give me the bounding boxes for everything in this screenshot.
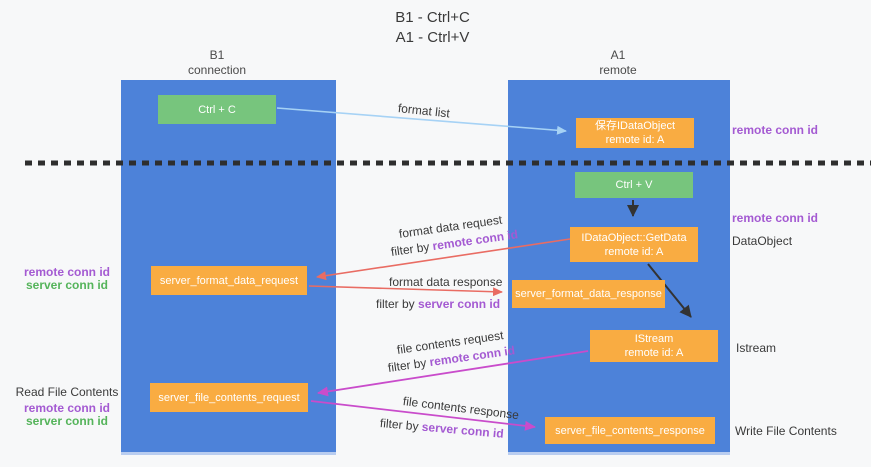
node-ctrl-v-label: Ctrl + V — [615, 179, 653, 191]
annotation-server-conn-id-file: server conn id — [25, 414, 109, 428]
node-server-format-data-request: server_format_data_request — [151, 266, 307, 295]
node-server-format-data-request-label: server_format_data_request — [159, 274, 299, 287]
lane-a1-role: remote — [599, 63, 637, 77]
annotation-read-file-contents: Read File Contents — [15, 385, 119, 399]
arrow-file-contents-request — [317, 350, 589, 397]
flow-label-format-data-response: format data response — [389, 275, 503, 289]
node-server-format-data-response-label: server_format_data_response — [515, 288, 662, 300]
arrow-format-list — [276, 107, 567, 135]
title-line-1: B1 - Ctrl+C — [395, 9, 470, 26]
annotation-group-file-conn-ids: Read File Contents remote conn id server… — [15, 386, 119, 428]
lane-header-a1: A1 remote — [558, 48, 678, 78]
node-ctrl-c-label: Ctrl + C — [198, 103, 236, 116]
arrow-format-data-response — [308, 285, 503, 297]
annotation-istream: Istream — [736, 341, 777, 355]
diagram-title: B1 - Ctrl+C A1 - Ctrl+V — [350, 8, 515, 48]
node-server-file-contents-response: server_file_contents_response — [545, 417, 715, 444]
lane-b1-name: B1 — [209, 48, 225, 62]
lane-a1-name: A1 — [610, 48, 626, 62]
node-idataobject-getdata: IDataObject::GetData remote id: A — [570, 227, 698, 262]
lane-header-b1: B1 connection — [157, 48, 277, 78]
arrow-format-data-request — [316, 238, 571, 281]
annotation-dataobject: DataObject — [732, 234, 793, 248]
arrow-file-contents-response — [310, 400, 536, 431]
node-save-idataobject-line1: 保存IDataObject — [594, 120, 676, 132]
annotation-remote-conn-id-top: remote conn id — [732, 123, 819, 137]
node-server-file-contents-response-label: server_file_contents_response — [555, 424, 705, 437]
annotation-server-conn-id-format: server conn id — [25, 278, 109, 292]
node-server-format-data-response: server_format_data_response — [512, 280, 665, 308]
annotation-write-file-contents: Write File Contents — [735, 424, 837, 438]
node-server-file-contents-request: server_file_contents_request — [150, 383, 308, 412]
annotation-group-format-conn-ids: remote conn id server conn id — [15, 266, 119, 292]
annotation-remote-conn-id-format: remote conn id — [23, 265, 110, 279]
node-idataobject-getdata-line1: IDataObject::GetData — [581, 231, 687, 244]
filter-by-text: filter by — [376, 297, 415, 311]
annotation-remote-conn-id-mid: remote conn id — [732, 211, 819, 225]
node-save-idataobject: 保存IDataObject remote id: A — [576, 118, 694, 148]
node-server-file-contents-request-label: server_file_contents_request — [158, 391, 300, 404]
arrow-getdata-to-istream — [647, 263, 692, 318]
lane-b1-role: connection — [187, 63, 247, 77]
server-conn-id-text: server conn id — [418, 297, 501, 311]
node-istream-line1: IStream — [634, 333, 674, 345]
node-ctrl-v: Ctrl + V — [575, 172, 693, 198]
flow-label-filter-format-response: filter by server conn id — [376, 297, 500, 311]
node-idataobject-getdata-line2: remote id: A — [604, 245, 664, 258]
node-ctrl-c: Ctrl + C — [158, 95, 276, 124]
annotation-remote-conn-id-file: remote conn id — [23, 401, 110, 415]
node-save-idataobject-line2: remote id: A — [605, 134, 665, 146]
title-line-2: A1 - Ctrl+V — [395, 29, 470, 46]
node-istream-line2: remote id: A — [624, 347, 684, 359]
node-istream: IStream remote id: A — [590, 330, 718, 362]
